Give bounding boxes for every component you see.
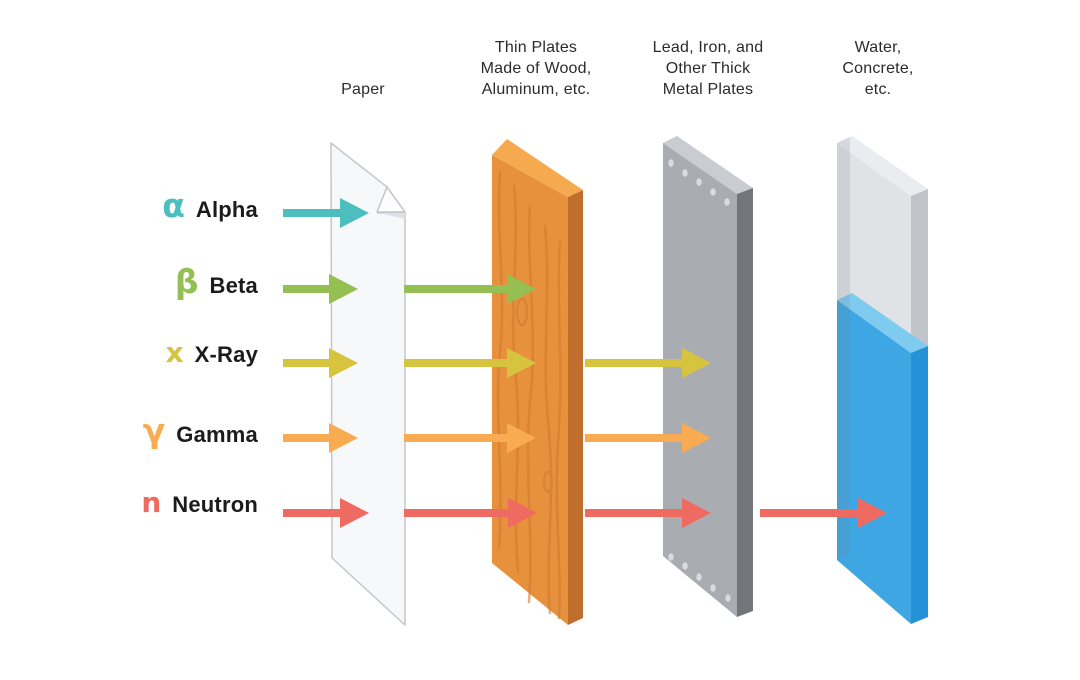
material-label-metal-plates: Lead, Iron, and Other Thick Metal Plates — [598, 36, 818, 100]
beta-label: Beta — [209, 273, 258, 298]
material-label-line: Water, — [854, 39, 902, 56]
material-label-line: Aluminum, etc. — [481, 81, 591, 98]
material-label-line: etc. — [864, 81, 892, 98]
water-side-face — [911, 346, 928, 624]
ray-arrow-x-ray-1 — [283, 348, 358, 378]
ray-arrow-gamma-3 — [585, 423, 711, 453]
ray-arrow-neutron-3 — [585, 498, 711, 528]
metal-side-face — [737, 188, 753, 617]
wood-top-face — [492, 139, 583, 197]
neutron-symbol: n — [141, 486, 162, 519]
material-label-paper: Paper — [253, 36, 473, 100]
water-tank — [837, 136, 928, 624]
gamma-symbol: γ — [142, 411, 166, 450]
gamma-label: Gamma — [176, 422, 258, 447]
material-label-water-concrete: Water, Concrete, etc. — [768, 36, 988, 100]
material-label-thin-plates: Thin Plates Made of Wood, Aluminum, etc. — [426, 36, 646, 100]
ray-row-neutron: n Neutron — [0, 489, 258, 537]
alpha-label: Alpha — [195, 197, 258, 222]
ray-row-gamma: γ Gamma — [0, 414, 258, 462]
material-label-line: Made of Wood, — [480, 60, 592, 77]
ray-arrow-gamma-2 — [404, 423, 536, 453]
metal-plate — [663, 136, 753, 617]
ray-row-alpha: α Alpha — [0, 189, 258, 237]
metal-front-face — [663, 143, 737, 617]
water-surface — [837, 293, 928, 353]
neutron-label: Neutron — [172, 492, 258, 517]
ray-arrow-beta-1 — [283, 274, 358, 304]
material-label-line: Concrete, — [842, 60, 914, 77]
paper-fold-shadow — [379, 213, 405, 219]
alpha-symbol: α — [162, 186, 185, 225]
xray-symbol: x — [165, 336, 184, 369]
beta-symbol: β — [174, 262, 199, 301]
material-label-line: Lead, Iron, and — [652, 39, 764, 56]
glass-side-face — [911, 189, 928, 353]
metal-rivets — [668, 159, 731, 602]
water-front-face — [837, 300, 911, 624]
material-label-line: Other Thick — [665, 60, 751, 77]
ray-arrow-alpha-1 — [283, 198, 369, 228]
xray-label: X-Ray — [194, 342, 258, 367]
ray-arrow-x-ray-3 — [585, 348, 711, 378]
ray-arrow-neutron-4 — [760, 498, 887, 528]
paper-fold-corner — [376, 186, 406, 213]
ray-arrow-beta-2 — [404, 274, 536, 304]
wood-side-face — [568, 190, 583, 625]
ray-arrow-x-ray-2 — [404, 348, 536, 378]
material-label-line: Thin Plates — [494, 39, 578, 56]
ray-arrow-gamma-1 — [283, 423, 358, 453]
ray-row-xray: x X-Ray — [0, 339, 258, 387]
glass-top-face — [837, 136, 928, 196]
glass-left-wall-tint — [837, 137, 850, 560]
ray-arrow-neutron-1 — [283, 498, 369, 528]
material-label-line: Paper — [341, 81, 385, 98]
material-label-line: Metal Plates — [662, 81, 754, 98]
ray-arrow-neutron-2 — [404, 498, 537, 528]
ray-row-beta: β Beta — [0, 265, 258, 313]
metal-top-face — [663, 136, 753, 194]
